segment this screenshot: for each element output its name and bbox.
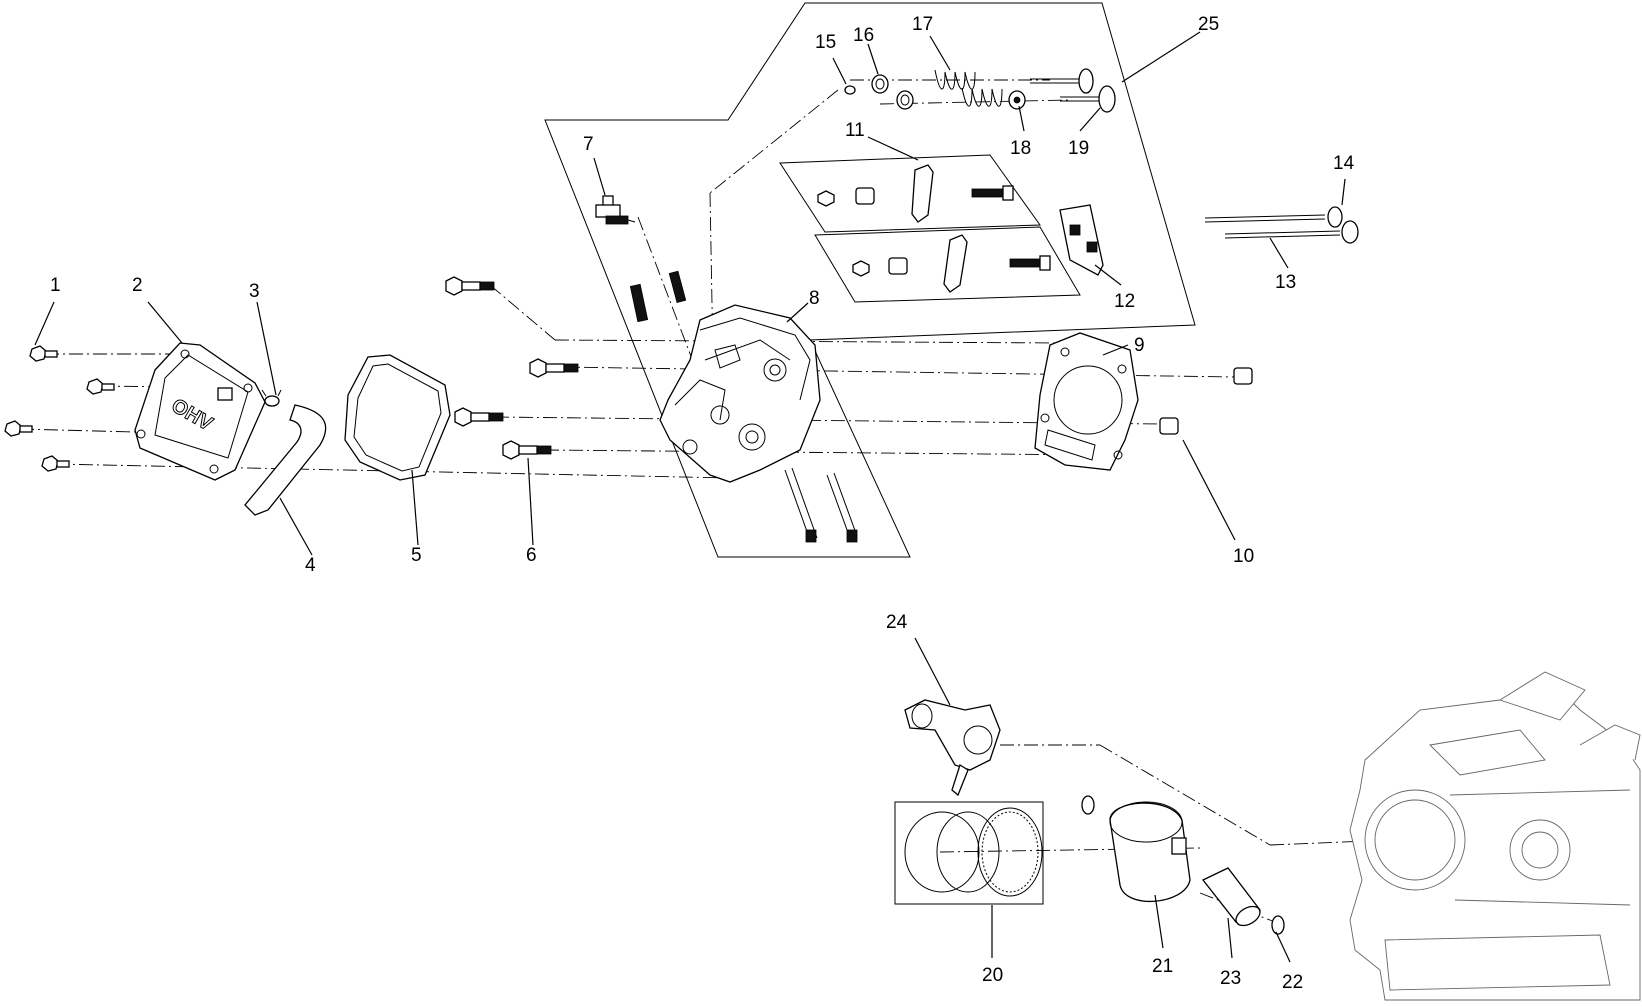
valve-cover: OHV <box>134 342 266 481</box>
valve-keepers <box>844 85 856 95</box>
valves <box>1030 68 1116 113</box>
hose-clamp <box>261 389 282 407</box>
callout-numbers: 1 2 3 4 5 6 7 8 9 10 11 12 13 14 15 16 1… <box>50 14 1355 993</box>
tappets <box>1327 206 1359 244</box>
callout-16: 16 <box>853 25 874 46</box>
cover-gasket <box>344 354 451 481</box>
piston <box>1081 795 1191 903</box>
callout-3: 3 <box>249 281 260 302</box>
callout-15: 15 <box>815 32 836 53</box>
push-rods <box>1204 214 1341 239</box>
head-bolts <box>445 276 579 460</box>
callout-9: 9 <box>1134 335 1145 356</box>
rocker-arms <box>817 164 1051 293</box>
callout-13: 13 <box>1275 272 1296 293</box>
callout-2: 2 <box>132 275 143 296</box>
callout-18: 18 <box>1010 138 1031 159</box>
piston-rings <box>904 807 1043 897</box>
cylinder-head-group-outline <box>544 2 1196 558</box>
callout-7: 7 <box>583 134 594 155</box>
cylinder-head <box>629 270 858 543</box>
valve-stem-seal <box>1008 90 1026 110</box>
callout-8: 8 <box>809 288 820 309</box>
dowel-pins <box>1159 367 1253 435</box>
spark-plug <box>595 195 636 225</box>
callout-19: 19 <box>1068 138 1089 159</box>
callout-20: 20 <box>982 965 1003 986</box>
callout-14: 14 <box>1333 153 1355 174</box>
breather-hose <box>244 404 327 516</box>
callout-21: 21 <box>1152 956 1173 977</box>
engine-block-reference <box>1349 671 1641 1001</box>
pin-clip <box>1271 915 1285 935</box>
connecting-rod <box>904 699 1001 797</box>
callout-25: 25 <box>1198 14 1219 35</box>
callout-24: 24 <box>886 612 908 633</box>
callout-4: 4 <box>305 555 316 576</box>
callout-12: 12 <box>1114 291 1135 312</box>
callout-10: 10 <box>1233 546 1254 567</box>
push-rod-guide-plate <box>1059 204 1104 276</box>
callout-22: 22 <box>1282 972 1303 993</box>
callout-23: 23 <box>1220 968 1241 989</box>
valve-retainers <box>871 74 914 110</box>
callout-6: 6 <box>526 545 537 566</box>
callout-17: 17 <box>912 14 933 35</box>
callout-5: 5 <box>411 545 422 566</box>
piston-pin <box>1201 867 1261 927</box>
callout-1: 1 <box>50 275 61 296</box>
leader-lines <box>34 31 1346 963</box>
cover-bolts <box>4 345 115 472</box>
piston-ring-set-box <box>894 801 1044 905</box>
valve-springs <box>934 69 1003 107</box>
rocker-arm-group-outline <box>779 154 1081 303</box>
head-gasket <box>1034 332 1139 471</box>
callout-11: 11 <box>845 120 865 141</box>
assembly-lines <box>19 79 1441 923</box>
